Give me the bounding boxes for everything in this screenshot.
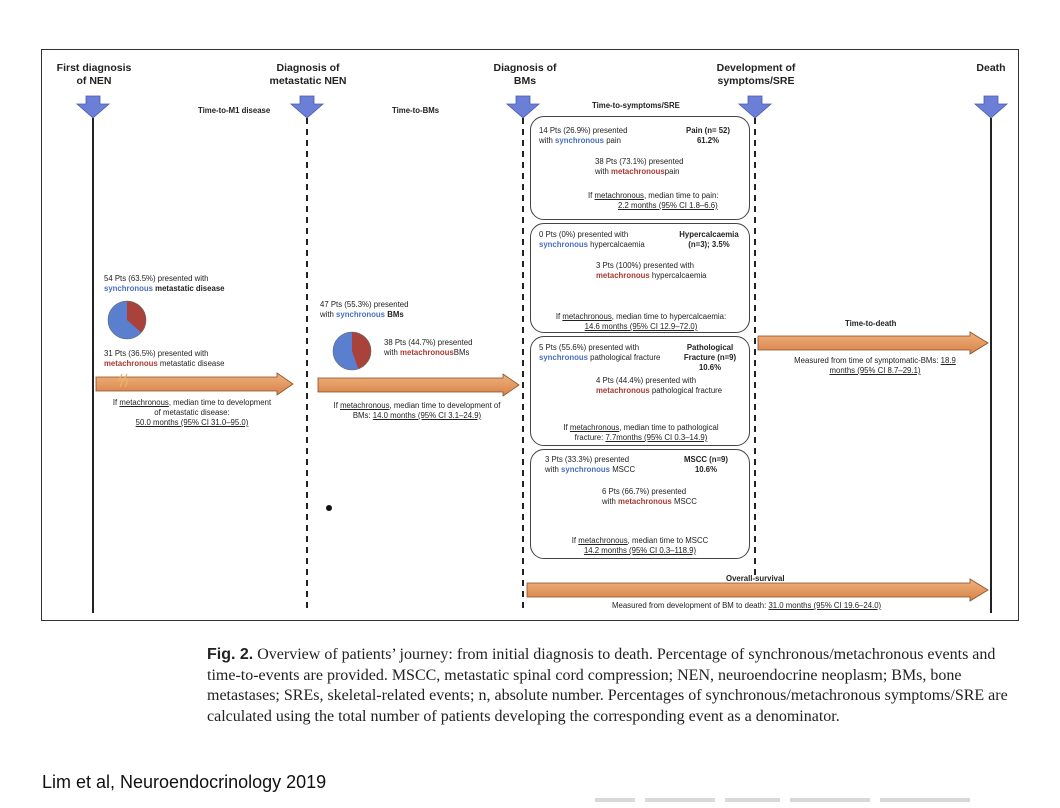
source-credit: Lim et al, Neuroendocrinology 2019 bbox=[42, 772, 327, 792]
seg1-median-text: If metachronous, median time to developm… bbox=[112, 398, 272, 427]
interval-sre: Time-to-symptoms/SRE bbox=[592, 101, 680, 110]
os-measure-text: Measured from development of BM to death… bbox=[612, 601, 882, 610]
arrow-time-to-m1 bbox=[95, 372, 294, 396]
pie-bms bbox=[332, 331, 372, 371]
arrow-time-to-bms bbox=[317, 373, 520, 397]
milestone-bm-diagnosis: Diagnosis of BMs bbox=[493, 62, 557, 87]
event-box-mscc bbox=[530, 449, 750, 559]
figure-frame bbox=[41, 49, 1019, 621]
hyper-title: Hypercalcaemia(n=3); 3.5% bbox=[679, 230, 739, 249]
hyper-metachronous-text: 3 Pts (100%) presented with metachronous… bbox=[596, 261, 707, 280]
milestone-first-diagnosis: First diagnosis of NEN bbox=[56, 62, 132, 87]
mscc-median-text: If metachronous, median time to MSCC 14.… bbox=[571, 536, 709, 555]
mscc-metachronous-text: 6 Pts (66.7%) presented with metachronou… bbox=[602, 487, 697, 506]
cropped-text-fragment bbox=[595, 790, 975, 802]
milestone-death: Death bbox=[976, 62, 1006, 74]
hyper-synchronous-text: 0 Pts (0%) presented with synchronous hy… bbox=[539, 230, 645, 249]
mscc-synchronous-text: 3 Pts (33.3%) presented with synchronous… bbox=[545, 455, 636, 474]
seg1-metachronous-text: 31 Pts (36.5%) presented with metachrono… bbox=[104, 349, 225, 368]
pain-title: Pain (n= 52)61.2% bbox=[686, 126, 730, 145]
figure-caption: Fig. 2. Overview of patients’ journey: f… bbox=[207, 646, 1008, 725]
milestone-marker-meta-icon bbox=[289, 95, 325, 119]
milestone-marker-sre-icon bbox=[737, 95, 773, 119]
fracture-synchronous-text: 5 Pts (55.6%) presented with synchronous… bbox=[539, 343, 661, 362]
event-box-pain bbox=[530, 116, 750, 220]
milestone-marker-death-icon bbox=[973, 95, 1009, 119]
death-measure-text: Measured from time of symptomatic-BMs: 1… bbox=[794, 356, 956, 375]
pain-median-text: If metachronous, median time to pain: 2.… bbox=[588, 191, 719, 210]
break-icon bbox=[117, 373, 129, 388]
pie-metastatic-synchronous-slice bbox=[107, 300, 142, 339]
event-box-fracture bbox=[530, 336, 750, 446]
arrow-time-to-death bbox=[757, 331, 989, 355]
milestone-metastatic-diagnosis: Diagnosis of metastatic NEN bbox=[269, 62, 347, 87]
pie-bms-synchronous-slice bbox=[332, 332, 359, 371]
milestone-sre: Development of symptoms/SRE bbox=[716, 62, 796, 87]
hyper-median-text: If metachronous, median time to hypercal… bbox=[555, 312, 727, 331]
pain-metachronous-text: 38 Pts (73.1%) presented with metachrono… bbox=[595, 157, 684, 176]
pain-synchronous-text: 14 Pts (26.9%) presented with synchronou… bbox=[539, 126, 628, 145]
dot-marker bbox=[326, 505, 332, 511]
seg1-synchronous-text: 54 Pts (63.5%) presented with synchronou… bbox=[104, 274, 225, 293]
seg2-median-text: If metachronous, median time to developm… bbox=[333, 401, 501, 420]
interval-bms: Time-to-BMs bbox=[392, 106, 440, 115]
fracture-metachronous-text: 4 Pts (44.4%) presented with metachronou… bbox=[596, 376, 723, 395]
milestone-marker-nen-icon bbox=[75, 95, 111, 119]
arrow-overall-survival bbox=[526, 578, 989, 602]
interval-m1: Time-to-M1 disease bbox=[198, 106, 271, 115]
interval-os: Overall-survival bbox=[726, 574, 785, 583]
fracture-median-text: If metachronous, median time to patholog… bbox=[563, 423, 719, 442]
pie-metastatic bbox=[107, 300, 147, 340]
seg2-metachronous-text: 38 Pts (44.7%) presented with metachrono… bbox=[384, 338, 473, 357]
mscc-title: MSCC (n=9)10.6% bbox=[684, 455, 728, 474]
event-box-hypercalcaemia bbox=[530, 223, 750, 333]
interval-death: Time-to-death bbox=[845, 319, 897, 328]
seg2-synchronous-text: 47 Pts (55.3%) presented with synchronou… bbox=[320, 300, 409, 319]
milestone-marker-bm-icon bbox=[505, 95, 541, 119]
